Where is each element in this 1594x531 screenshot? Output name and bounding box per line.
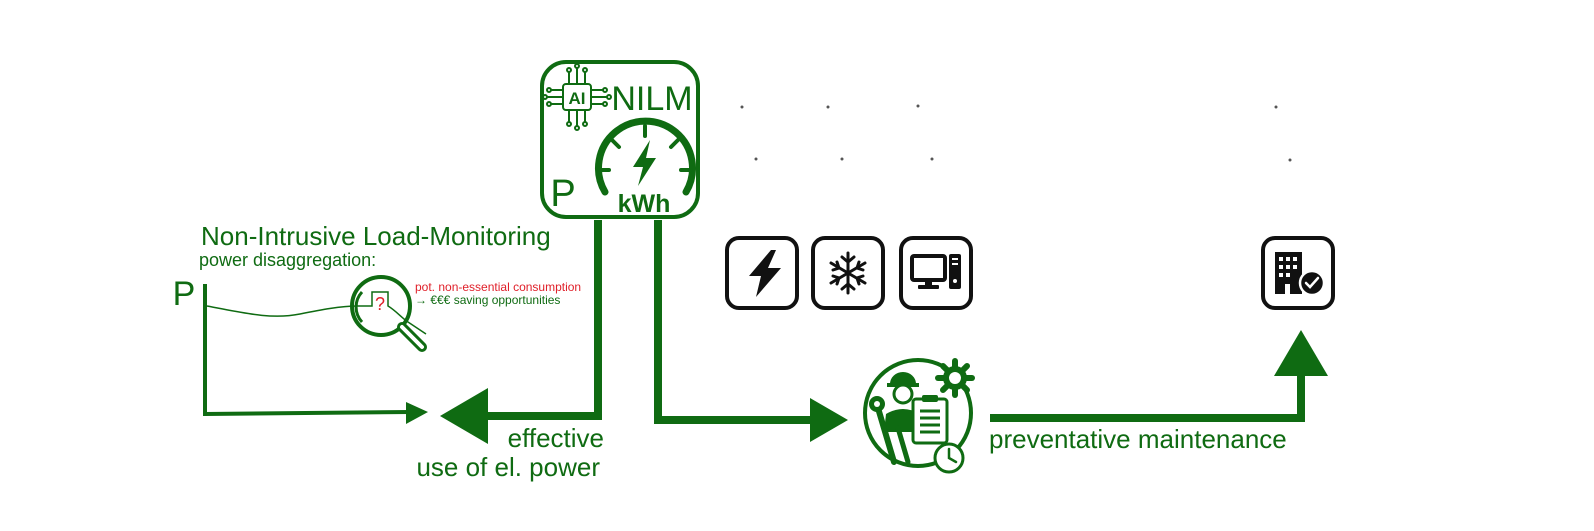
- wrench-icon: [869, 396, 911, 465]
- computer-device-box: [899, 236, 973, 310]
- lightning-bolt-icon: [749, 250, 781, 297]
- power-curve: [206, 291, 427, 335]
- clock-icon: [933, 442, 965, 474]
- magnifier-icon: [350, 275, 427, 352]
- computer-icon: [910, 254, 961, 289]
- arrow-to-maintenance: [654, 220, 848, 442]
- lightning-bolt-icon: [633, 140, 656, 186]
- nilm-subtitle: power disaggregation:: [199, 250, 376, 270]
- question-mark: ?: [375, 294, 385, 314]
- nilm-label: NILM: [611, 80, 692, 118]
- ai-chip-icon: [542, 63, 612, 131]
- gear-icon: [935, 358, 975, 398]
- residual-marks: [740, 104, 1292, 162]
- electricity-device-box: [725, 236, 799, 310]
- arrow-to-building: [990, 330, 1328, 422]
- nilm-title: Non-Intrusive Load-Monitoring: [201, 221, 551, 251]
- cooling-device-box: [811, 236, 885, 310]
- building-check-icon: [1275, 252, 1326, 297]
- p-label: P: [550, 173, 575, 215]
- power-axis-label: P: [173, 275, 196, 313]
- nilm-explanation-panel: Non-Intrusive Load-Monitoring power disa…: [173, 221, 581, 424]
- building-device-box: [1261, 236, 1335, 310]
- arrow-to-effective-use: [440, 220, 602, 444]
- effective-use-line1: effective: [508, 423, 604, 453]
- gauge-icon: [595, 117, 696, 196]
- technician-icon: [863, 358, 975, 474]
- effective-use-line2: use of el. power: [416, 452, 600, 482]
- ai-label: AI: [569, 89, 586, 108]
- note-savings: → €€€ saving opportunities: [415, 293, 560, 307]
- nilm-box: AI NILM P kWh: [540, 60, 700, 219]
- note-non-essential: pot. non-essential consumption: [415, 280, 581, 294]
- kwh-label: kWh: [618, 190, 671, 218]
- power-axes: [203, 284, 428, 424]
- snowflake-icon: [829, 251, 867, 295]
- maintenance-label: preventative maintenance: [989, 424, 1287, 454]
